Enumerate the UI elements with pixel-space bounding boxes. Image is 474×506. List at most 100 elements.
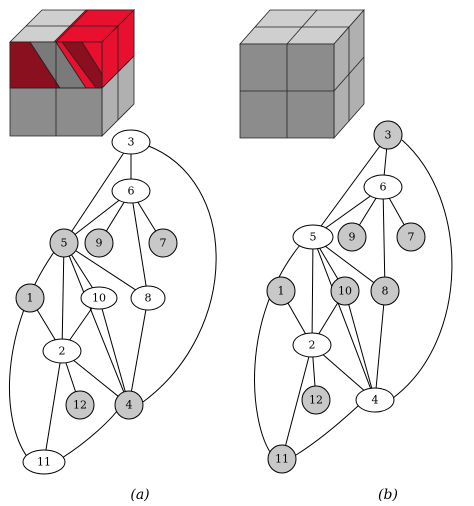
graph-b-edge-11-4	[295, 405, 359, 456]
graph-b-node-7-shape	[396, 222, 426, 252]
graph-b-node-3-shape	[373, 120, 403, 150]
graph-a-node-10: 10	[80, 286, 118, 310]
graph-b-node-3: 3	[373, 120, 403, 150]
graph-a-node-3: 3	[111, 129, 151, 155]
graph-b-node-10-shape	[330, 276, 360, 306]
graph-a-edge-8-4	[128, 297, 149, 406]
graph-b-node-12-shape	[301, 385, 331, 415]
graph-b-node-11-label: 11	[275, 453, 289, 466]
graph-a-node-8-label: 8	[145, 292, 152, 305]
graph-a-node-12: 12	[65, 390, 95, 420]
graph-a-node-11-shape	[22, 449, 66, 475]
graph-b-node-9-label: 9	[349, 231, 356, 244]
graph-b-node-4: 4	[355, 387, 395, 413]
graph-b: 3 6 5 9 7 1 10 8 2 12 4 11	[254, 120, 453, 474]
graph-b-node-9: 9	[337, 222, 367, 252]
caption-b: (b)	[378, 487, 398, 503]
graph-a-node-9-label: 9	[96, 237, 103, 250]
graph-a-node-6-shape	[111, 178, 151, 204]
graph-a-node-10-shape	[80, 286, 118, 310]
graph-a-node-2-shape	[42, 338, 82, 364]
graph-b-edge-6-8	[382, 186, 386, 292]
graph-a-node-11: 11	[22, 449, 66, 475]
graph-b-node-8-shape	[370, 276, 400, 306]
graph-b-node-7: 7	[396, 222, 426, 252]
graph-a: 3 6 5 9 7 1 10 8 2 12 4 11	[9, 129, 217, 475]
graph-a-node-12-label: 12	[73, 399, 87, 412]
graph-a-edge-3-5	[63, 141, 132, 244]
graph-b-nodes: 3 6 5 9 7 1 10 8 2 12 4 11	[266, 120, 426, 474]
graph-a-edge-11-4	[61, 410, 118, 459]
graph-b-node-7-label: 7	[408, 231, 415, 244]
graph-b-node-8-label: 8	[382, 285, 389, 298]
cube-b-side-divider-h	[333, 56, 365, 92]
graph-a-edge-5-2	[61, 242, 65, 352]
graph-b-edge-10-4	[344, 290, 376, 401]
cube-a-top-divider-v	[55, 9, 89, 43]
graph-a-node-2: 2	[42, 338, 82, 364]
graph-b-node-1-label: 1	[278, 285, 285, 298]
graph-b-node-2-label: 2	[309, 339, 316, 352]
graph-a-node-11-label: 11	[37, 456, 51, 469]
graph-b-node-12: 12	[301, 385, 331, 415]
graph-a-node-7: 7	[148, 228, 178, 258]
graph-a-node-2-label: 2	[59, 345, 66, 358]
graph-a-edge-5-11	[9, 251, 55, 459]
graph-a-node-1-label: 1	[27, 292, 34, 305]
graph-b-node-4-shape	[355, 387, 395, 413]
graph-a-edge-5-4	[63, 242, 130, 406]
graph-a-node-6: 6	[111, 178, 151, 204]
graph-b-edge-3-4	[392, 139, 453, 399]
graph-b-node-2: 2	[292, 332, 332, 358]
graph-b-node-8: 8	[370, 276, 400, 306]
graph-a-node-3-label: 3	[128, 136, 135, 149]
graph-a-node-5: 5	[49, 228, 79, 258]
graph-a-node-7-shape	[148, 228, 178, 258]
graph-b-node-11: 11	[267, 444, 297, 474]
graph-a-node-1-shape	[15, 283, 45, 313]
graph-a-edge-3-4	[142, 144, 217, 403]
graph-b-node-12-label: 12	[309, 394, 323, 407]
graph-a-nodes: 3 6 5 9 7 1 10 8 2 12 4 11	[15, 129, 178, 475]
graph-b-edge-5-11	[254, 244, 301, 453]
graph-a-node-9-shape	[84, 228, 114, 258]
cube-a-front-red-diag	[61, 41, 103, 89]
graph-a-node-5-label: 5	[61, 237, 68, 250]
graph-a-node-7-label: 7	[160, 237, 167, 250]
graph-b-edge-5-2	[311, 236, 314, 346]
cube-a	[9, 9, 135, 137]
graph-b-node-6: 6	[363, 174, 403, 200]
graph-b-edge-5-4	[312, 236, 376, 401]
graph-a-node-5-shape	[49, 228, 79, 258]
cube-a-side-divider-h	[101, 55, 135, 89]
graph-b-node-1: 1	[266, 276, 296, 306]
graph-a-node-9: 9	[84, 228, 114, 258]
graph-b-node-10-label: 10	[338, 285, 352, 298]
graph-a-node-4-label: 4	[126, 399, 133, 412]
graph-b-node-5-shape	[292, 224, 334, 250]
graph-a-node-12-shape	[65, 390, 95, 420]
graph-a-node-1: 1	[15, 283, 45, 313]
graph-a-edge-5-8	[63, 242, 149, 299]
graph-b-edge-2-11	[281, 344, 313, 460]
cube-b	[239, 8, 365, 140]
graph-a-node-6-label: 6	[128, 185, 135, 198]
graph-a-node-10-label: 10	[92, 292, 106, 305]
graph-b-node-6-label: 6	[380, 181, 387, 194]
graph-b-node-6-shape	[363, 174, 403, 200]
graph-a-node-4-shape	[114, 390, 144, 420]
graph-a-node-3-shape	[111, 129, 151, 155]
graph-b-node-5-label: 5	[310, 231, 317, 244]
graph-b-edge-3-5	[312, 134, 389, 238]
graph-a-edge-2-11	[43, 350, 63, 463]
graph-b-node-1-shape	[266, 276, 296, 306]
graph-a-node-8: 8	[130, 285, 166, 311]
graph-b-node-4-label: 4	[372, 394, 379, 407]
graph-b-node-11-shape	[267, 444, 297, 474]
graph-a-node-4: 4	[114, 390, 144, 420]
cube-b-top-divider-v	[286, 9, 318, 45]
graph-a-node-8-shape	[130, 285, 166, 311]
graph-a-edge-6-8	[130, 190, 149, 299]
graph-b-node-3-label: 3	[385, 129, 392, 142]
